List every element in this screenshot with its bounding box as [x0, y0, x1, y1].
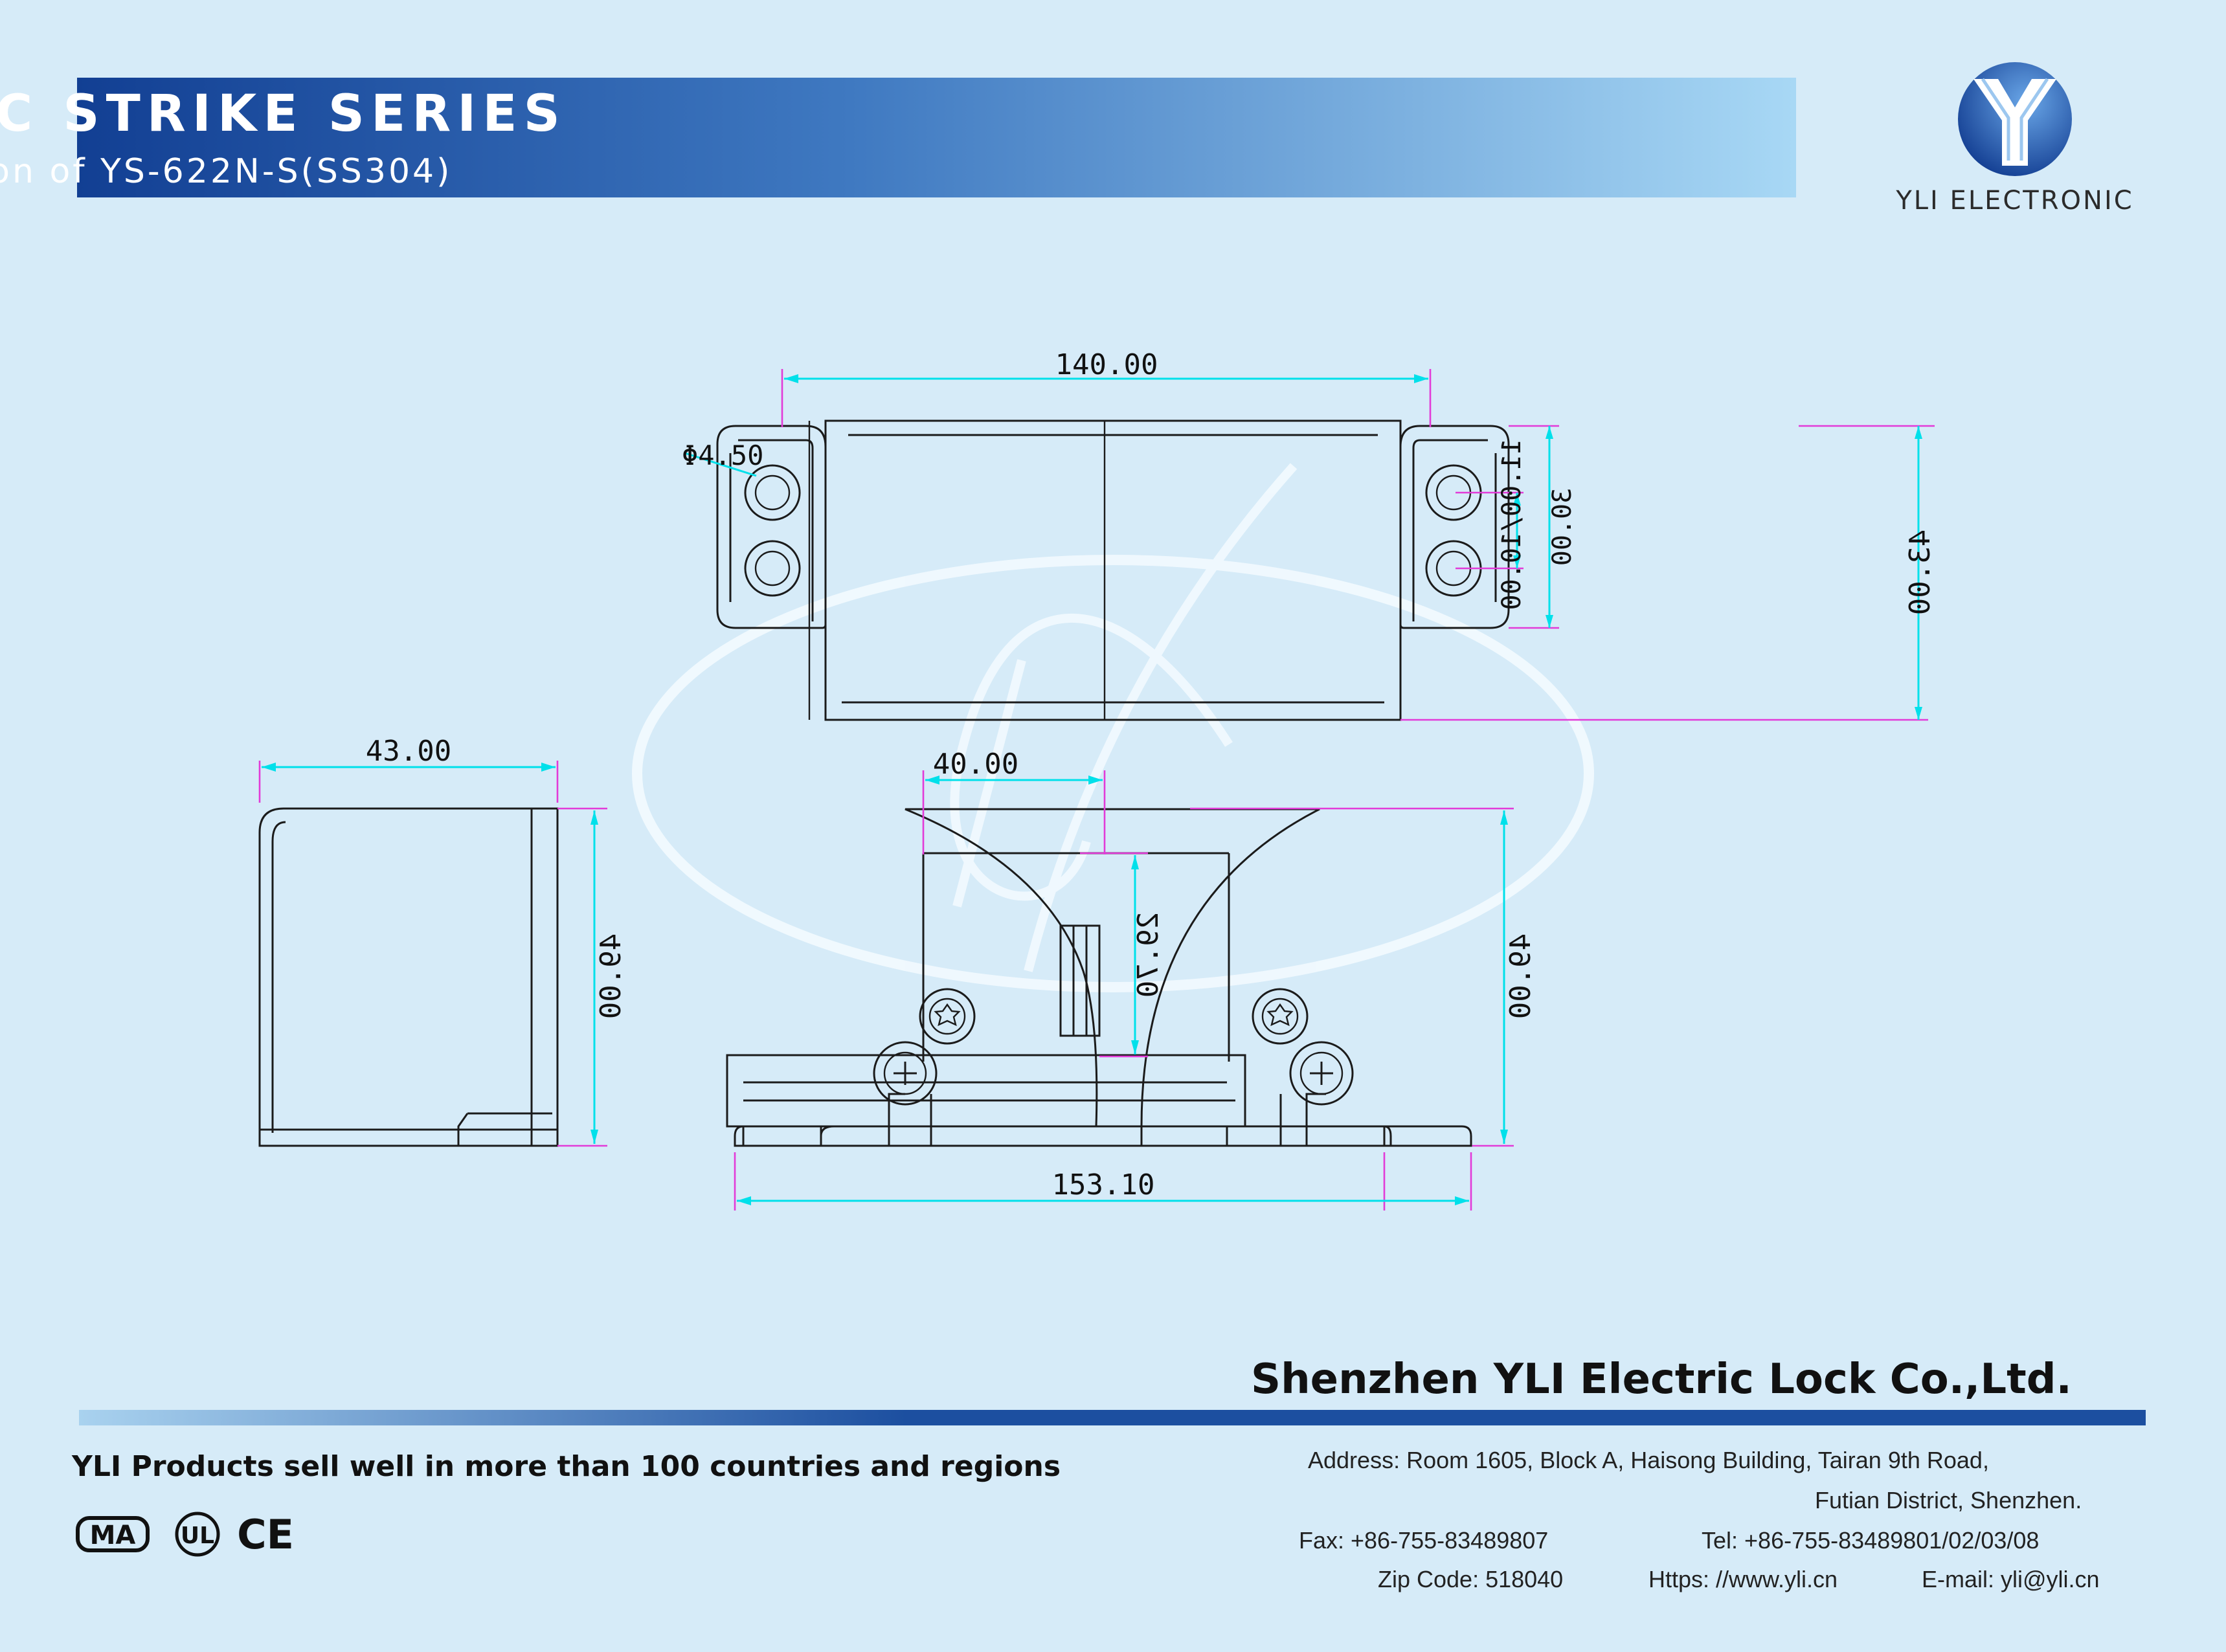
header-title: ELECTRIC STRIKE SERIES — [0, 85, 567, 143]
footer-email: E-mail: yli@yli.cn — [1922, 1566, 2100, 1592]
dim-top-length: 140.00 — [1055, 348, 1158, 381]
top-right-hole-upper — [744, 464, 801, 521]
footer-address-line1: Address: Room 1605, Block A, Haisong Bui… — [1308, 1447, 1989, 1473]
top-right-mounting-tab — [716, 425, 827, 629]
footer-divider — [79, 1410, 2146, 1425]
certification-marks: CE UL MA — [76, 1511, 294, 1558]
dim-front-slot-width: 40.00 — [933, 748, 1018, 781]
header-subtitle: Dimension of YS-622N-S(SS304) — [0, 152, 452, 191]
front-keeper-base — [726, 1054, 1246, 1128]
dim-top-width: 43.00 — [1904, 530, 1937, 615]
dim-hole-diameter: Φ4.50 — [682, 440, 763, 471]
front-view: 40.00 29.70 49.00 — [726, 748, 1537, 1211]
front-latch — [1059, 924, 1101, 1037]
dim-front-keeper-height: 29.70 — [1132, 912, 1165, 998]
footer: Shenzhen YLI Electric Lock Co.,Ltd. YLI … — [71, 1356, 2146, 1592]
svg-text:MA: MA — [90, 1521, 136, 1550]
front-torx-screw-right — [1252, 988, 1309, 1045]
dim-hole-spacing: 11.00/10.00 — [1497, 439, 1527, 610]
dim-front-total-length: 153.10 — [1052, 1168, 1155, 1201]
side-view: 43.00 49.00 — [258, 735, 627, 1147]
side-body — [258, 807, 559, 1147]
watermark — [632, 463, 1594, 992]
footer-fax: Fax: +86-755-83489807 — [1299, 1527, 1548, 1554]
front-phillips-screw-right — [1289, 1041, 1354, 1106]
svg-text:UL: UL — [181, 1523, 214, 1549]
logo-text: YLI ELECTRONIC — [1895, 186, 2133, 216]
footer-tel: Tel: +86-755-83489801/02/03/08 — [1702, 1527, 2039, 1554]
front-torx-screw-left — [919, 988, 976, 1045]
company-logo: YLI ELECTRONIC — [1895, 62, 2133, 216]
ul-mark-icon: UL — [175, 1512, 220, 1557]
dim-front-height: 49.00 — [1504, 933, 1537, 1019]
top-right-hole-lower — [744, 540, 801, 597]
top-body — [824, 419, 1402, 721]
footer-website: Https: //www.yli.cn — [1648, 1566, 1838, 1592]
front-phillips-screw-left — [873, 1041, 938, 1106]
cma-mark-icon: MA — [76, 1516, 150, 1552]
dim-side-width: 43.00 — [366, 735, 451, 768]
header-banner-bg — [77, 78, 1796, 197]
yli-y-logo-icon — [1958, 62, 2072, 176]
top-left-mounting-tab — [1399, 425, 1510, 629]
company-name: Shenzhen YLI Electric Lock Co.,Ltd. — [1251, 1356, 2072, 1403]
dim-inner-height: 30.00 — [1547, 488, 1577, 566]
dim-leader-hole — [684, 452, 757, 477]
footer-address-line2: Futian District, Shenzhen. — [1815, 1487, 2082, 1513]
footer-zip: Zip Code: 518040 — [1378, 1566, 1563, 1592]
top-view: 140.00 Φ4.50 11.00/10.00 30.00 — [682, 348, 1937, 721]
ce-mark-icon: CE — [237, 1511, 294, 1558]
header-banner: ELECTRIC STRIKE SERIES Dimension of YS-6… — [0, 78, 1796, 197]
footer-slogan: YLI Products sell well in more than 100 … — [71, 1450, 1061, 1483]
dim-side-height: 49.00 — [594, 933, 627, 1019]
